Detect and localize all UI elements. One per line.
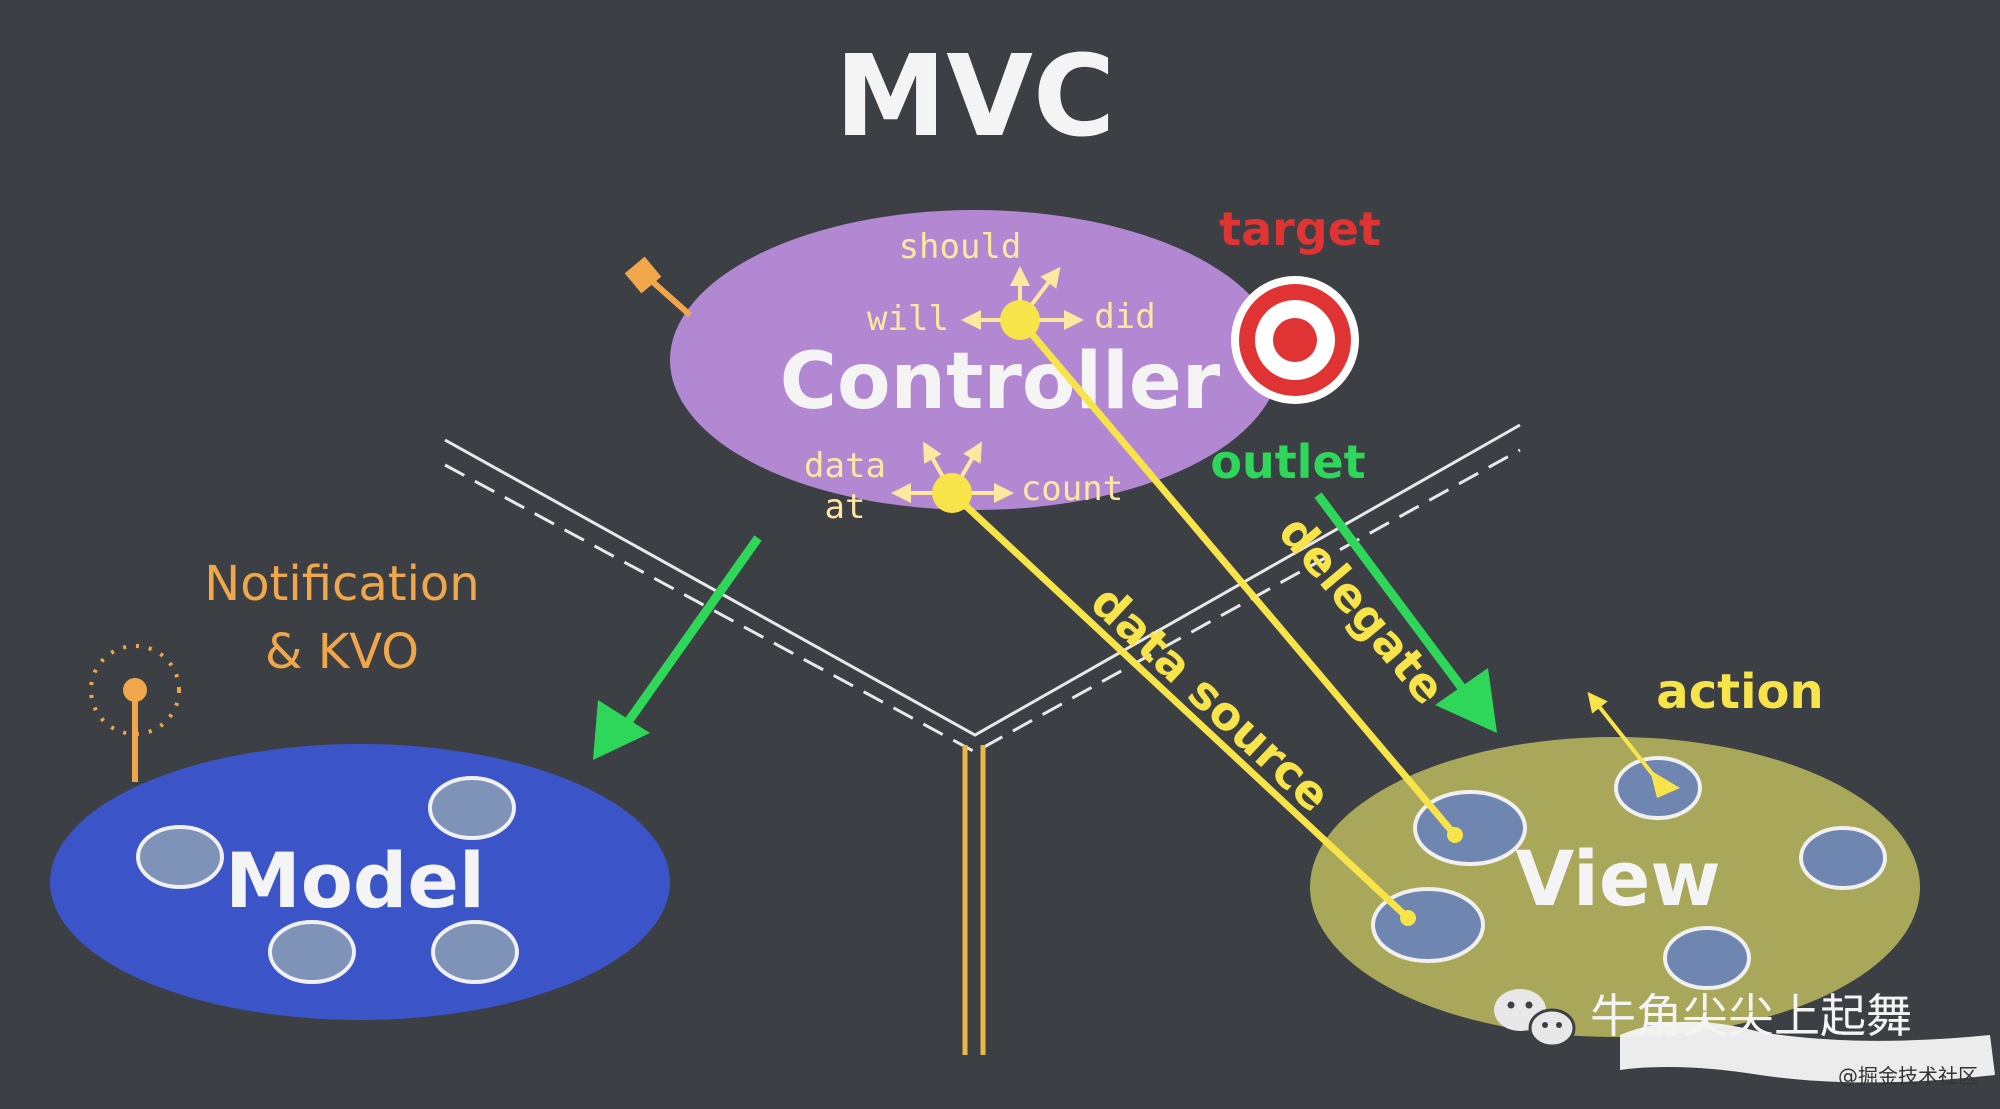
action-label: action xyxy=(1656,664,1823,720)
watermark-site-name: @掘金技术社区 xyxy=(1838,1064,1978,1088)
action-arrow xyxy=(1587,691,1680,798)
callback-did: did xyxy=(1094,297,1155,337)
controller-ellipse xyxy=(670,210,1280,510)
controller-label: Controller xyxy=(780,337,1221,427)
view-label: View xyxy=(1515,834,1720,923)
view-object xyxy=(1413,790,1527,866)
controller-antenna-icon xyxy=(624,256,692,318)
model-object xyxy=(428,776,516,840)
model-object xyxy=(268,920,356,984)
view-object xyxy=(1799,826,1887,890)
callback-count: count xyxy=(1021,469,1123,509)
delegate-link xyxy=(1017,317,1463,843)
callback-at: at xyxy=(825,487,866,527)
controller-node: Controller should will did data at count xyxy=(670,210,1280,527)
target-icon xyxy=(1231,276,1359,404)
watermark: 牛角尖尖上起舞 @掘金技术社区 xyxy=(1494,989,1995,1088)
data-source-link xyxy=(949,490,1416,926)
model-object xyxy=(136,825,224,889)
model-node: Model xyxy=(50,744,670,1020)
controller-to-model-arrow xyxy=(593,535,762,760)
callback-will: will xyxy=(867,299,949,339)
slide-title: MVC xyxy=(835,32,1115,162)
controller-to-view-arrow xyxy=(1314,492,1497,733)
notification-label-line2: & KVO xyxy=(265,624,419,680)
notification-label-line1: Notification xyxy=(204,556,479,612)
outlet-label: outlet xyxy=(1210,435,1365,489)
target-label: target xyxy=(1219,202,1381,256)
broadcast-antenna-icon xyxy=(89,644,181,782)
model-object xyxy=(431,920,519,984)
wechat-icon xyxy=(1494,989,1576,1048)
model-label: Model xyxy=(225,836,485,925)
datasource-callback-hub: data at count xyxy=(804,441,1123,527)
view-object xyxy=(1663,926,1751,990)
delegate-label: delegate xyxy=(1268,505,1456,715)
callback-should: should xyxy=(899,227,1022,267)
data-source-label: data source xyxy=(1081,574,1342,822)
watermark-account-name: 牛角尖尖上起舞 xyxy=(1590,989,1912,1043)
view-node: View xyxy=(1310,737,1920,1037)
callback-data: data xyxy=(804,446,886,486)
